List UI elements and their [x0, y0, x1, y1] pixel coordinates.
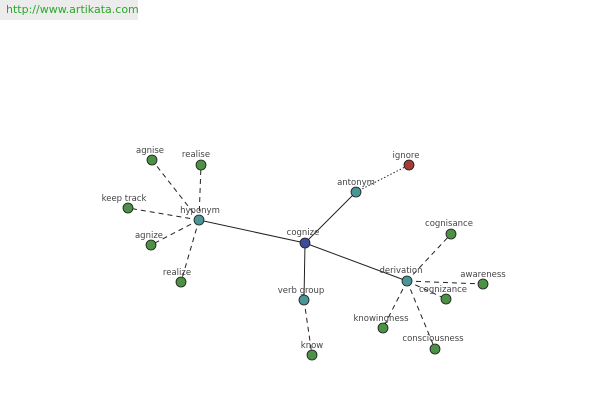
node-label-cognisance[interactable]: cognisance: [425, 219, 473, 229]
label-layer: cognize hyponym antonym derivation verb grou…: [102, 146, 507, 351]
node-agnise[interactable]: [146, 154, 158, 166]
node-realize[interactable]: [175, 276, 187, 288]
node-awareness[interactable]: [477, 278, 489, 290]
edge-verb_group-to-know: [303, 299, 313, 356]
edge-derivation-to-cognizance: [406, 280, 447, 300]
edge-hyponym-to-keep_track: [127, 207, 200, 221]
edge-hyponym-to-realise: [198, 164, 202, 221]
node-label-agnize[interactable]: agnize: [135, 231, 163, 241]
node-label-know[interactable]: know: [301, 341, 324, 351]
node-label-cognize[interactable]: cognize: [287, 228, 320, 238]
node-knowingness[interactable]: [377, 322, 389, 334]
edge-hyponym-to-realize: [180, 219, 200, 283]
edge-cognize-to-verb_group: [303, 242, 306, 301]
node-realise[interactable]: [195, 159, 207, 171]
edge-derivation-to-consciousness: [406, 280, 436, 350]
node-label-verb-group[interactable]: verb group: [278, 286, 325, 296]
node-label-awareness[interactable]: awareness: [460, 270, 506, 280]
edge-cognize-to-hyponym: [198, 219, 306, 244]
node-label-hyponym[interactable]: hyponym: [180, 206, 220, 216]
node-cognizance[interactable]: [440, 293, 452, 305]
site-url-link[interactable]: http://www.artikata.com: [0, 0, 139, 20]
edge-layer: [127, 159, 484, 356]
node-label-agnise[interactable]: agnise: [136, 146, 164, 156]
edge-derivation-to-cognisance: [406, 233, 452, 282]
edge-cognize-to-antonym: [304, 191, 357, 244]
node-label-antonym[interactable]: antonym: [337, 178, 375, 188]
node-label-cognizance[interactable]: cognizance: [419, 285, 467, 295]
node-label-knowingness[interactable]: knowingness: [353, 314, 409, 324]
node-label-realize[interactable]: realize: [163, 268, 191, 278]
node-cognisance[interactable]: [445, 228, 457, 240]
node-antonym[interactable]: [350, 186, 362, 198]
edge-derivation-to-awareness: [406, 280, 484, 285]
node-cognize[interactable]: [299, 237, 311, 249]
node-label-consciousness[interactable]: consciousness: [402, 334, 464, 344]
node-layer: [122, 154, 489, 361]
node-know[interactable]: [306, 349, 318, 361]
node-label-derivation[interactable]: derivation: [379, 266, 422, 276]
node-keep-track[interactable]: [122, 202, 134, 214]
node-label-realise[interactable]: realise: [182, 150, 210, 160]
edge-hyponym-to-agnise: [151, 159, 200, 221]
node-consciousness[interactable]: [429, 343, 441, 355]
edge-antonym-to-ignore: [355, 164, 410, 193]
node-verb-group[interactable]: [298, 294, 310, 306]
node-label-keep-track[interactable]: keep track: [102, 194, 147, 204]
edge-hyponym-to-agnize: [150, 219, 200, 246]
node-label-ignore[interactable]: ignore: [393, 151, 420, 161]
node-hyponym[interactable]: [193, 214, 205, 226]
node-derivation[interactable]: [401, 275, 413, 287]
edge-cognize-to-derivation: [304, 242, 408, 282]
node-agnize[interactable]: [145, 239, 157, 251]
node-ignore[interactable]: [403, 159, 415, 171]
